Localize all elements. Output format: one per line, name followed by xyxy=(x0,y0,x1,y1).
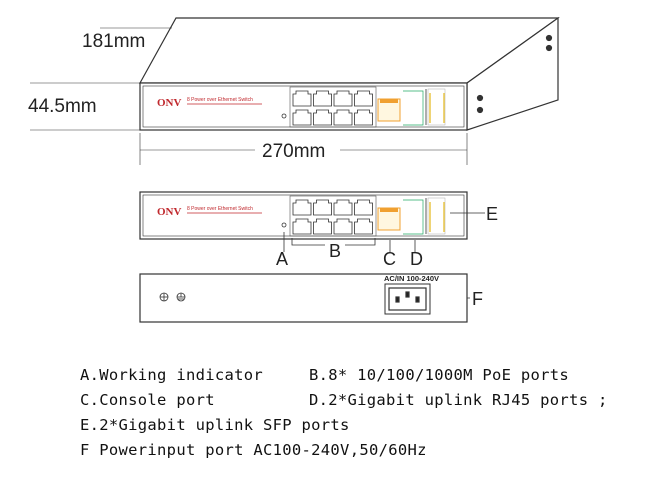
rj45-poe-port xyxy=(292,90,312,107)
rj45-poe-port xyxy=(333,109,353,126)
callout-e: E xyxy=(486,204,498,224)
callout-d: D xyxy=(410,249,423,269)
power-inlet xyxy=(384,283,431,315)
callout-a: A xyxy=(276,249,288,269)
legend-item-e: E.2*Gigabit uplink SFP ports xyxy=(80,416,350,434)
legend-item-c: C.Console port xyxy=(80,391,215,409)
callout-b: B xyxy=(329,241,341,261)
legend-item-d: D.2*Gigabit uplink RJ45 ports ; xyxy=(309,391,608,409)
working-indicator xyxy=(281,113,287,119)
rj45-poe-port xyxy=(292,199,312,216)
rj45-poe-port xyxy=(333,90,353,107)
rj45-poe-port xyxy=(333,218,353,235)
rj45-poe-port xyxy=(354,218,373,235)
legend-item-a: A.Working indicator xyxy=(80,366,264,384)
height-dimension: 44.5mm xyxy=(28,96,97,117)
logo-brand: ONV xyxy=(157,206,182,218)
callout-c: C xyxy=(383,249,396,269)
legend-item-b: B.8* 10/100/1000M PoE ports xyxy=(309,366,570,384)
rj45-poe-port xyxy=(354,90,373,107)
rj45-poe-port xyxy=(354,109,373,126)
front-panel-3d: ONV 8 Power over Ethernet Switch xyxy=(157,86,446,128)
rj45-uplink-port xyxy=(403,90,424,126)
rj45-poe-port xyxy=(333,199,353,216)
rj45-poe-port xyxy=(292,109,312,126)
width-dimension: 270mm xyxy=(262,141,325,162)
rj45-poe-port xyxy=(313,90,332,107)
front-panel-front-view: ONV 8 Power over Ethernet Switch xyxy=(157,195,446,237)
working-indicator xyxy=(281,222,287,228)
legend-item-f: F Powerinput port AC100-240V,50/60Hz xyxy=(80,441,427,459)
depth-dimension: 181mm xyxy=(82,31,145,52)
callout-f: F xyxy=(472,289,483,309)
rj45-poe-port xyxy=(292,218,312,235)
back-view xyxy=(139,273,468,323)
rj45-uplink-port xyxy=(403,199,424,235)
logo-tagline: 8 Power over Ethernet Switch xyxy=(187,97,253,103)
logo-tagline: 8 Power over Ethernet Switch xyxy=(187,206,253,212)
logo-brand: ONV xyxy=(157,97,182,109)
rj45-poe-port xyxy=(313,218,332,235)
rj45-poe-port xyxy=(354,199,373,216)
power-label: AC/IN 100-240V xyxy=(384,274,439,283)
rj45-poe-port xyxy=(313,199,332,216)
rj45-poe-port xyxy=(313,109,332,126)
